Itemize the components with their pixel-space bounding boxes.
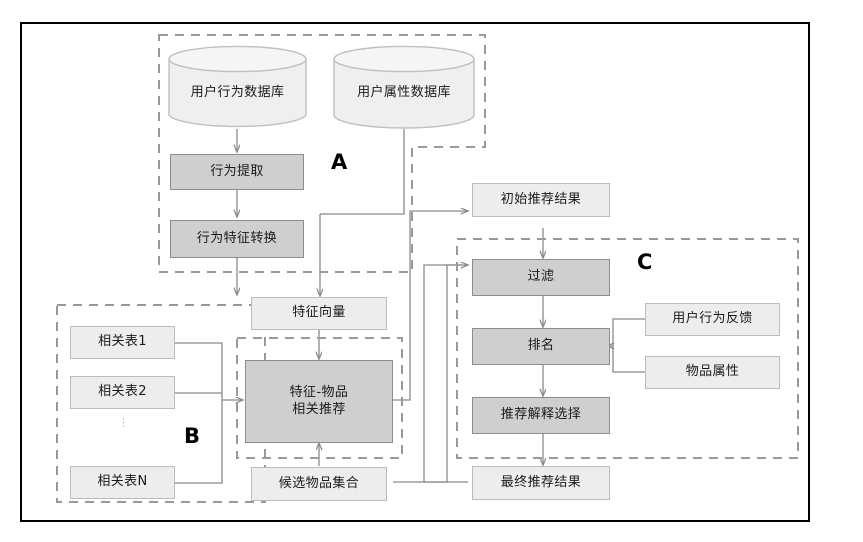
group-label-c: C: [637, 250, 653, 274]
node-relation-table-n[interactable]: 相关表N: [70, 466, 175, 499]
node-label: 行为特征转换: [196, 230, 278, 246]
node-label: 物品属性: [685, 364, 740, 380]
node-label-line2: 相关推荐: [292, 401, 346, 417]
node-label: 初始推荐结果: [500, 191, 582, 207]
group-label-a: A: [331, 150, 348, 174]
node-candidate-item-set[interactable]: 候选物品集合: [251, 467, 387, 501]
node-label: 过滤: [527, 269, 555, 285]
node-final-recommend-result[interactable]: 最终推荐结果: [472, 466, 610, 500]
node-label: 用户行为反馈: [672, 311, 753, 327]
relation-table-ellipsis: ⋮: [118, 416, 129, 429]
node-label: 行为提取: [210, 163, 264, 179]
node-filter[interactable]: 过滤: [472, 259, 610, 296]
node-label: 相关表N: [97, 474, 148, 490]
node-label: 最终推荐结果: [500, 474, 582, 490]
node-item-attribute[interactable]: 物品属性: [645, 356, 780, 389]
cylinder-shape: [333, 45, 475, 129]
node-feature-item-recommend[interactable]: 特征-物品 相关推荐: [245, 360, 393, 443]
datastore-label: 用户属性数据库: [357, 85, 451, 100]
node-label: 相关表1: [98, 334, 147, 350]
node-recommend-explanation-select[interactable]: 推荐解释选择: [472, 397, 610, 434]
datastore-user-attribute-db: 用户属性数据库: [333, 45, 475, 129]
node-ranking[interactable]: 排名: [472, 328, 610, 365]
node-label: 推荐解释选择: [500, 407, 582, 423]
node-label-line1: 特征-物品: [289, 385, 349, 401]
node-label: 特征向量: [292, 305, 346, 321]
node-label: 排名: [527, 338, 555, 354]
node-relation-table-2[interactable]: 相关表2: [70, 376, 175, 409]
node-feature-vector[interactable]: 特征向量: [251, 297, 387, 330]
node-relation-table-1[interactable]: 相关表1: [70, 326, 175, 359]
cylinder-shape: [168, 45, 307, 128]
node-label: 候选物品集合: [278, 475, 360, 491]
node-initial-recommend-result[interactable]: 初始推荐结果: [472, 183, 610, 217]
node-user-behavior-feedback[interactable]: 用户行为反馈: [645, 303, 780, 336]
node-behavior-feature-transform[interactable]: 行为特征转换: [170, 220, 304, 258]
node-label: 相关表2: [98, 384, 147, 400]
group-label-b: B: [184, 424, 201, 448]
datastore-label: 用户行为数据库: [190, 85, 285, 100]
node-behavior-extraction[interactable]: 行为提取: [170, 154, 304, 190]
datastore-user-behavior-db: 用户行为数据库: [168, 45, 307, 129]
